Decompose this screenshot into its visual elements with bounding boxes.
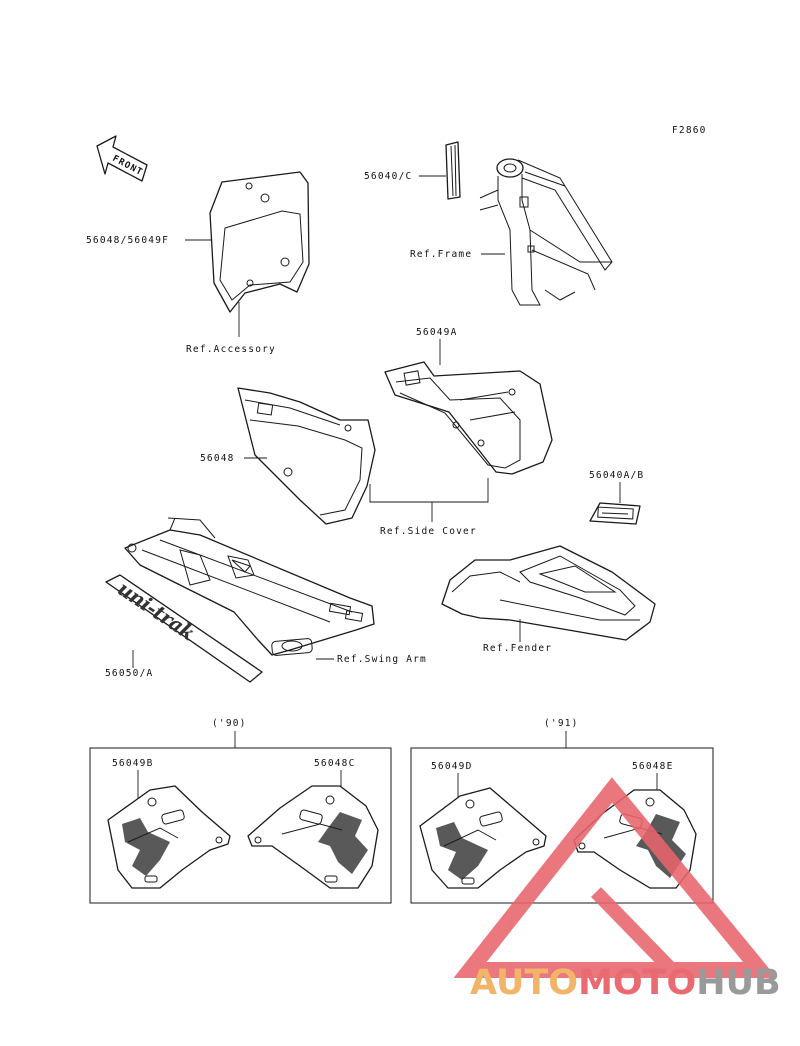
figure-code: F2860 bbox=[672, 125, 707, 136]
label-ref-frame: Ref.Frame bbox=[410, 249, 472, 260]
label-56048-56049f: 56048/56049F bbox=[86, 235, 169, 246]
front-number-plate bbox=[209, 171, 310, 313]
watermark-hub: HUB bbox=[696, 963, 780, 1003]
label-56040ab: 56040A/B bbox=[589, 470, 644, 481]
swing-arm bbox=[124, 517, 375, 656]
year-90-box bbox=[89, 747, 392, 904]
label-56050a: 56050/A bbox=[105, 668, 153, 679]
front-arrow-icon: FRONT bbox=[96, 135, 148, 182]
label-56048c: 56048C bbox=[314, 758, 356, 769]
left-side-cover bbox=[237, 387, 376, 525]
label-56048e: 56048E bbox=[632, 761, 674, 772]
shroud-56048c bbox=[247, 785, 379, 889]
shroud-56049d bbox=[419, 787, 547, 889]
label-56049b: 56049B bbox=[112, 758, 154, 769]
label-ref-side-cover: Ref.Side Cover bbox=[380, 526, 477, 537]
label-ref-accessory: Ref.Accessory bbox=[186, 344, 276, 355]
label-56049a: 56049A bbox=[416, 327, 458, 338]
strip-decal bbox=[445, 141, 461, 200]
year-91-box bbox=[410, 747, 714, 904]
label-56048: 56048 bbox=[200, 453, 235, 464]
year-91-label: ('91) bbox=[544, 718, 579, 729]
watermark-auto: AUTO bbox=[470, 963, 578, 1003]
shroud-56049b bbox=[107, 785, 231, 889]
watermark-text: AUTOMOTOHUB bbox=[470, 963, 781, 1003]
rear-fender bbox=[441, 545, 656, 641]
info-label bbox=[589, 502, 641, 525]
watermark-logo bbox=[453, 777, 777, 978]
watermark-moto: MOTO bbox=[578, 963, 696, 1003]
year-90-label: ('90) bbox=[212, 718, 247, 729]
label-ref-swing-arm: Ref.Swing Arm bbox=[337, 654, 427, 665]
frame bbox=[479, 158, 613, 306]
label-ref-fender: Ref.Fender bbox=[483, 643, 552, 654]
label-56049d: 56049D bbox=[431, 761, 473, 772]
label-56040c: 56040/C bbox=[364, 171, 412, 182]
right-side-cover bbox=[384, 361, 553, 475]
